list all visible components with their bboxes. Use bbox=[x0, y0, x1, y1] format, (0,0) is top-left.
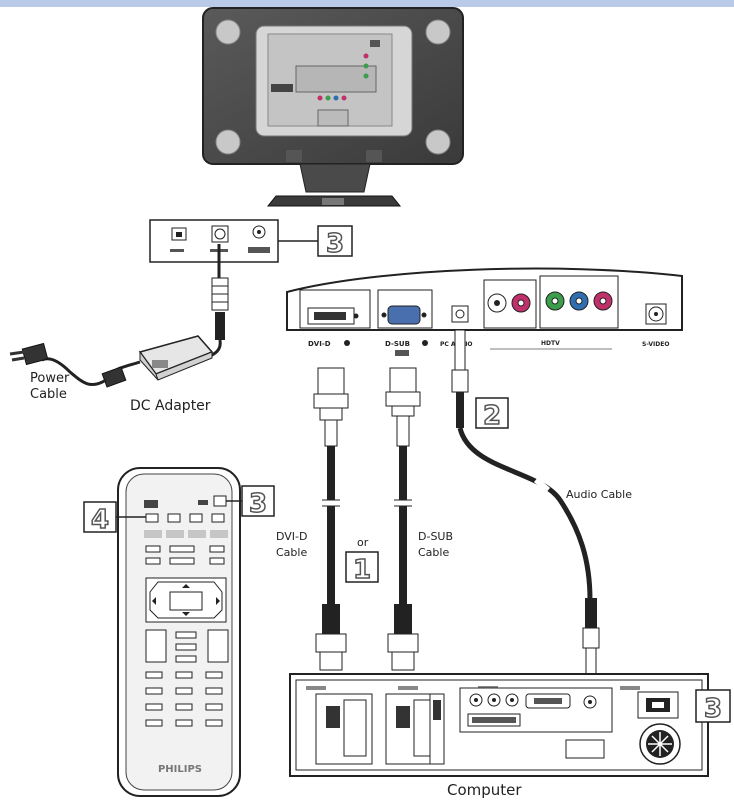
svg-text:3: 3 bbox=[249, 489, 267, 519]
dsub-cable-label-1: D-SUB bbox=[418, 530, 453, 543]
port-label-dsub: D-SUB bbox=[385, 340, 410, 348]
step-box-monitor-power: 3 bbox=[317, 225, 353, 260]
step-box-remote-button: 4 bbox=[83, 501, 146, 536]
port-label-dvid: DVI-D bbox=[308, 340, 331, 348]
svg-text:3: 3 bbox=[704, 694, 722, 724]
power-cable-label-2: Cable bbox=[30, 387, 67, 402]
step-box-audio: 2 bbox=[475, 397, 509, 432]
computer-rear bbox=[289, 673, 709, 777]
remote-brand: PHILIPS bbox=[158, 764, 202, 775]
step-box-remote-power: 3 bbox=[226, 485, 275, 520]
audio-cable-label: Audio Cable bbox=[566, 488, 632, 501]
remote-control bbox=[117, 467, 241, 797]
step-box-video: 1 bbox=[345, 551, 379, 586]
monitor-rear bbox=[202, 7, 464, 207]
computer-label: Computer bbox=[447, 781, 522, 799]
svg-text:4: 4 bbox=[91, 505, 109, 535]
svg-text:3: 3 bbox=[326, 229, 344, 259]
dsub-cable-label-2: Cable bbox=[418, 546, 449, 559]
dc-adapter-label: DC Adapter bbox=[130, 398, 211, 414]
power-cable-label-1: Power bbox=[30, 371, 70, 386]
dsub-cable bbox=[385, 367, 421, 671]
connector-panel bbox=[286, 267, 683, 331]
port-label-svideo: S-VIDEO bbox=[642, 341, 669, 348]
top-border bbox=[0, 0, 734, 7]
dvid-cable-label-1: DVI-D bbox=[276, 530, 308, 543]
audio-cable bbox=[451, 329, 600, 675]
step-box-computer-power: 3 bbox=[695, 689, 731, 725]
or-label: or bbox=[357, 536, 369, 549]
dvid-cable bbox=[313, 367, 349, 671]
port-label-hdtv: HDTV bbox=[541, 340, 560, 347]
monitor-bottom-panel bbox=[149, 219, 318, 263]
dvid-cable-label-2: Cable bbox=[276, 546, 307, 559]
svg-text:2: 2 bbox=[483, 401, 501, 431]
svg-text:1: 1 bbox=[353, 555, 371, 585]
dc-adapter-assembly bbox=[9, 244, 229, 388]
